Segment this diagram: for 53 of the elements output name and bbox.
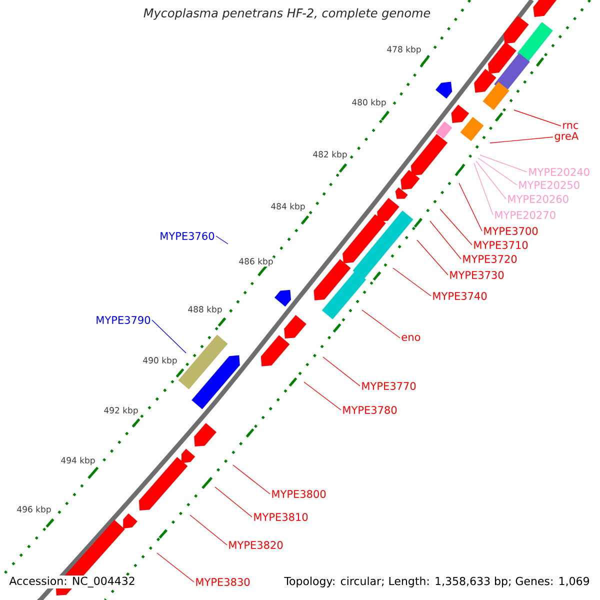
leader-line <box>490 136 554 144</box>
tick-label: 496 kbp <box>16 505 52 515</box>
leader-line <box>440 208 472 246</box>
gene-label: MYPE3800 <box>272 490 326 498</box>
gene-label: MYPE20250 <box>519 181 580 189</box>
leader-line <box>216 236 228 244</box>
leader-line <box>474 162 494 216</box>
tick-label: 480 kbp <box>351 98 387 108</box>
gene-label: MYPE3760 <box>160 232 214 240</box>
leader-line <box>392 268 432 296</box>
leader-line <box>362 310 400 338</box>
leader-line <box>152 320 186 354</box>
gene-label: MYPE3720 <box>463 255 517 263</box>
leader-line <box>478 158 518 186</box>
leader-line <box>416 240 448 276</box>
gene-label: MYPE3830 <box>196 578 250 586</box>
map-title: Mycoplasma penetrans HF-2, complete genome <box>144 8 430 20</box>
tick-label: 484 kbp <box>270 202 306 212</box>
gene-label: MYPE20240 <box>529 168 590 176</box>
gene-label: MYPE3710 <box>474 241 528 249</box>
gene-label: MYPE3790 <box>96 316 150 324</box>
footer-text: Topology: circular; Length: 1,358,633 bp; Genes: 1,069 <box>283 576 591 588</box>
leader-line <box>458 182 482 232</box>
gene-label: rnc <box>563 123 578 129</box>
leader-line <box>304 382 342 410</box>
leader-line <box>190 514 228 546</box>
tick-label: 494 kbp <box>60 456 96 466</box>
tick-label: 478 kbp <box>386 45 422 55</box>
gene-label: MYPE3700 <box>484 227 538 235</box>
tick-label: 488 kbp <box>187 305 223 315</box>
leader-line <box>480 154 528 172</box>
gene-label: MYPE3810 <box>254 513 308 521</box>
gene-label: MYPE20260 <box>508 195 568 203</box>
tick-label: 490 kbp <box>142 356 178 366</box>
leader-line <box>232 464 270 494</box>
gene-label: MYPE20270 <box>495 211 556 219</box>
leader-line <box>514 110 562 126</box>
gene-label: MYPE3780 <box>343 406 397 414</box>
gene-label: eno <box>402 335 420 342</box>
tick-label: 486 kbp <box>238 257 274 267</box>
leader-line <box>214 486 252 518</box>
footer-text: Accession: NC_004432 <box>8 576 136 588</box>
tick-label: 482 kbp <box>312 150 348 160</box>
leader-line <box>156 552 194 582</box>
leader-line <box>476 160 506 200</box>
gene-label: MYPE3740 <box>433 292 487 300</box>
gene-label: MYPE3730 <box>450 271 504 279</box>
gene-label: greA <box>554 132 579 142</box>
gene-label: MYPE3770 <box>362 382 416 390</box>
gene-label: MYPE3820 <box>229 541 283 549</box>
tick-label: 492 kbp <box>103 406 139 416</box>
leader-line <box>430 220 462 260</box>
leader-line <box>322 356 360 386</box>
